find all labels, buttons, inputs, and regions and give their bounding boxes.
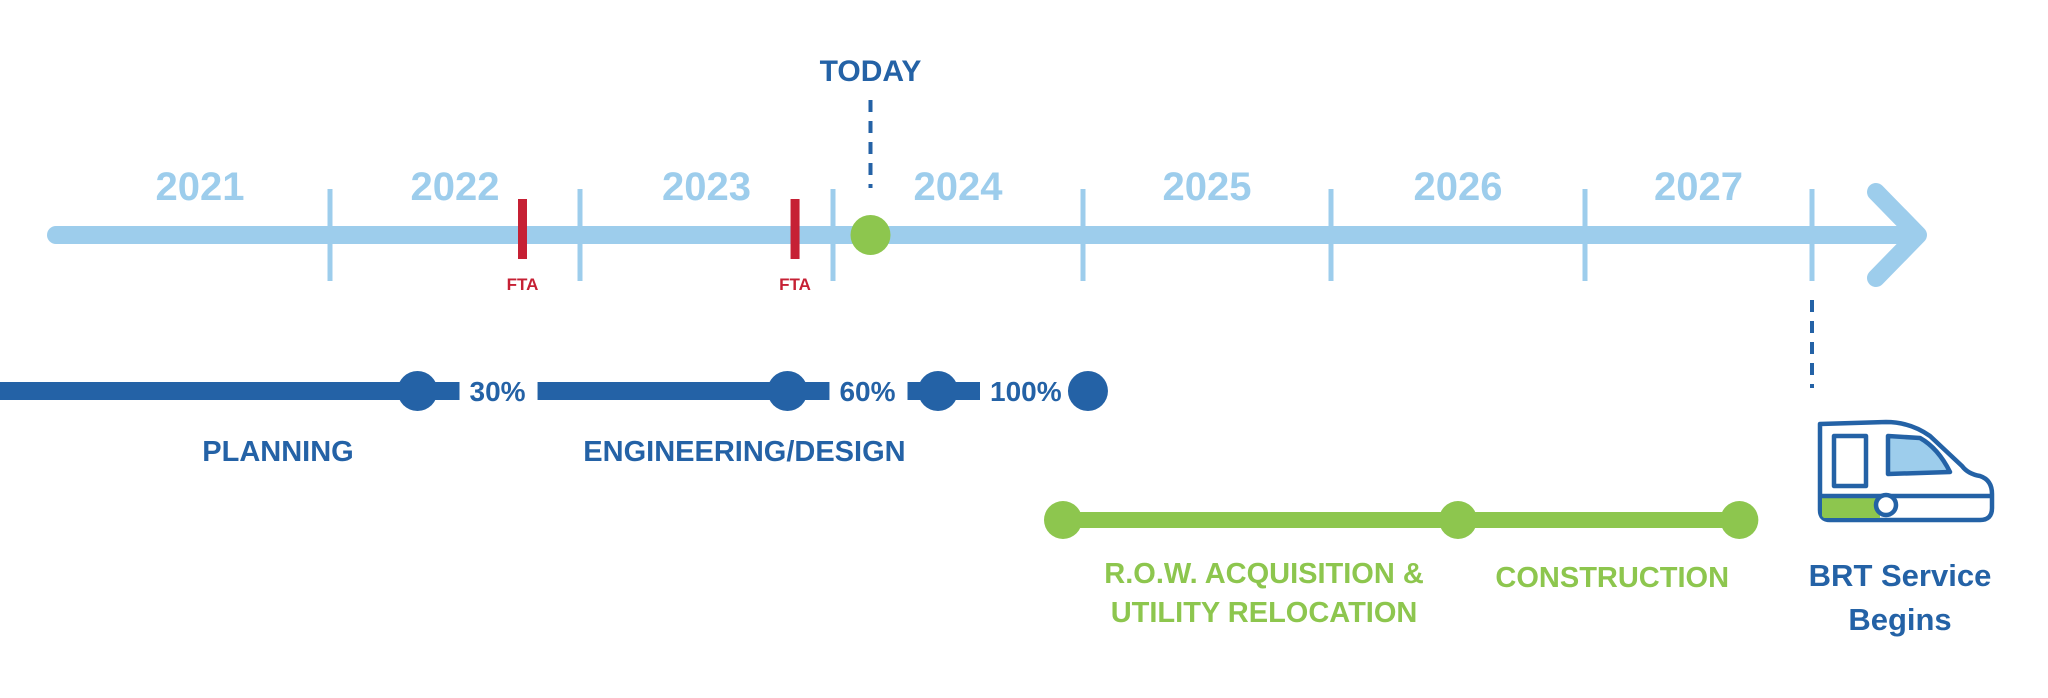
milestone-gap (980, 378, 1074, 404)
milestone-dot (397, 371, 438, 411)
construction-dot (1044, 501, 1082, 539)
construction-dot (1720, 501, 1759, 539)
milestone-dot (767, 371, 808, 411)
phase-label-construction: CONSTRUCTION (1495, 562, 1729, 594)
phase-label-row-acquisition: R.O.W. ACQUISITION & (1104, 558, 1424, 590)
construction-track: R.O.W. ACQUISITION & UTILITY RELOCATION … (1044, 501, 1759, 629)
year-label: 2027 (1654, 165, 1743, 209)
design-track: 30% 60% 100% PLANNING ENGINEERING/DESIGN (0, 371, 1108, 468)
year-label: 2022 (411, 165, 500, 209)
year-label: 2026 (1414, 165, 1503, 209)
fta-label: FTA (779, 275, 811, 294)
year-ticks (327, 189, 1815, 281)
milestone-gap (459, 378, 538, 404)
fta-marker-2: FTA (779, 199, 811, 294)
milestone-label: 30% (470, 376, 526, 407)
milestone-gap (829, 378, 908, 404)
construction-dot (1439, 501, 1477, 539)
bus-icon (1817, 419, 1995, 523)
fta-label: FTA (507, 275, 539, 294)
phase-label-engineering-design: ENGINEERING/DESIGN (583, 436, 905, 468)
year-label: 2023 (662, 165, 751, 209)
fta-marker-1: FTA (507, 199, 539, 294)
milestone-label: 60% (839, 376, 895, 407)
year-label: 2021 (156, 165, 245, 209)
year-label: 2024 (914, 165, 1004, 209)
service-label-line2: Begins (1848, 602, 1951, 637)
axis-arrowhead (1867, 183, 1927, 287)
phase-label-utility-relocation: UTILITY RELOCATION (1111, 597, 1418, 629)
year-labels: 2021 2022 2023 2024 2025 2026 2027 (156, 165, 1743, 209)
phase-label-planning: PLANNING (202, 436, 353, 468)
year-label: 2025 (1163, 165, 1252, 209)
milestone-dot (918, 371, 958, 411)
today-marker: TODAY (820, 55, 922, 255)
today-label: TODAY (820, 55, 922, 88)
service-label: BRT Service (1809, 558, 1992, 593)
timeline-axis (47, 183, 1927, 287)
service-begins: BRT Service Begins (1809, 300, 1995, 637)
milestone-dot (1067, 371, 1108, 411)
today-dot (850, 215, 891, 255)
milestone-label: 100% (990, 376, 1062, 407)
